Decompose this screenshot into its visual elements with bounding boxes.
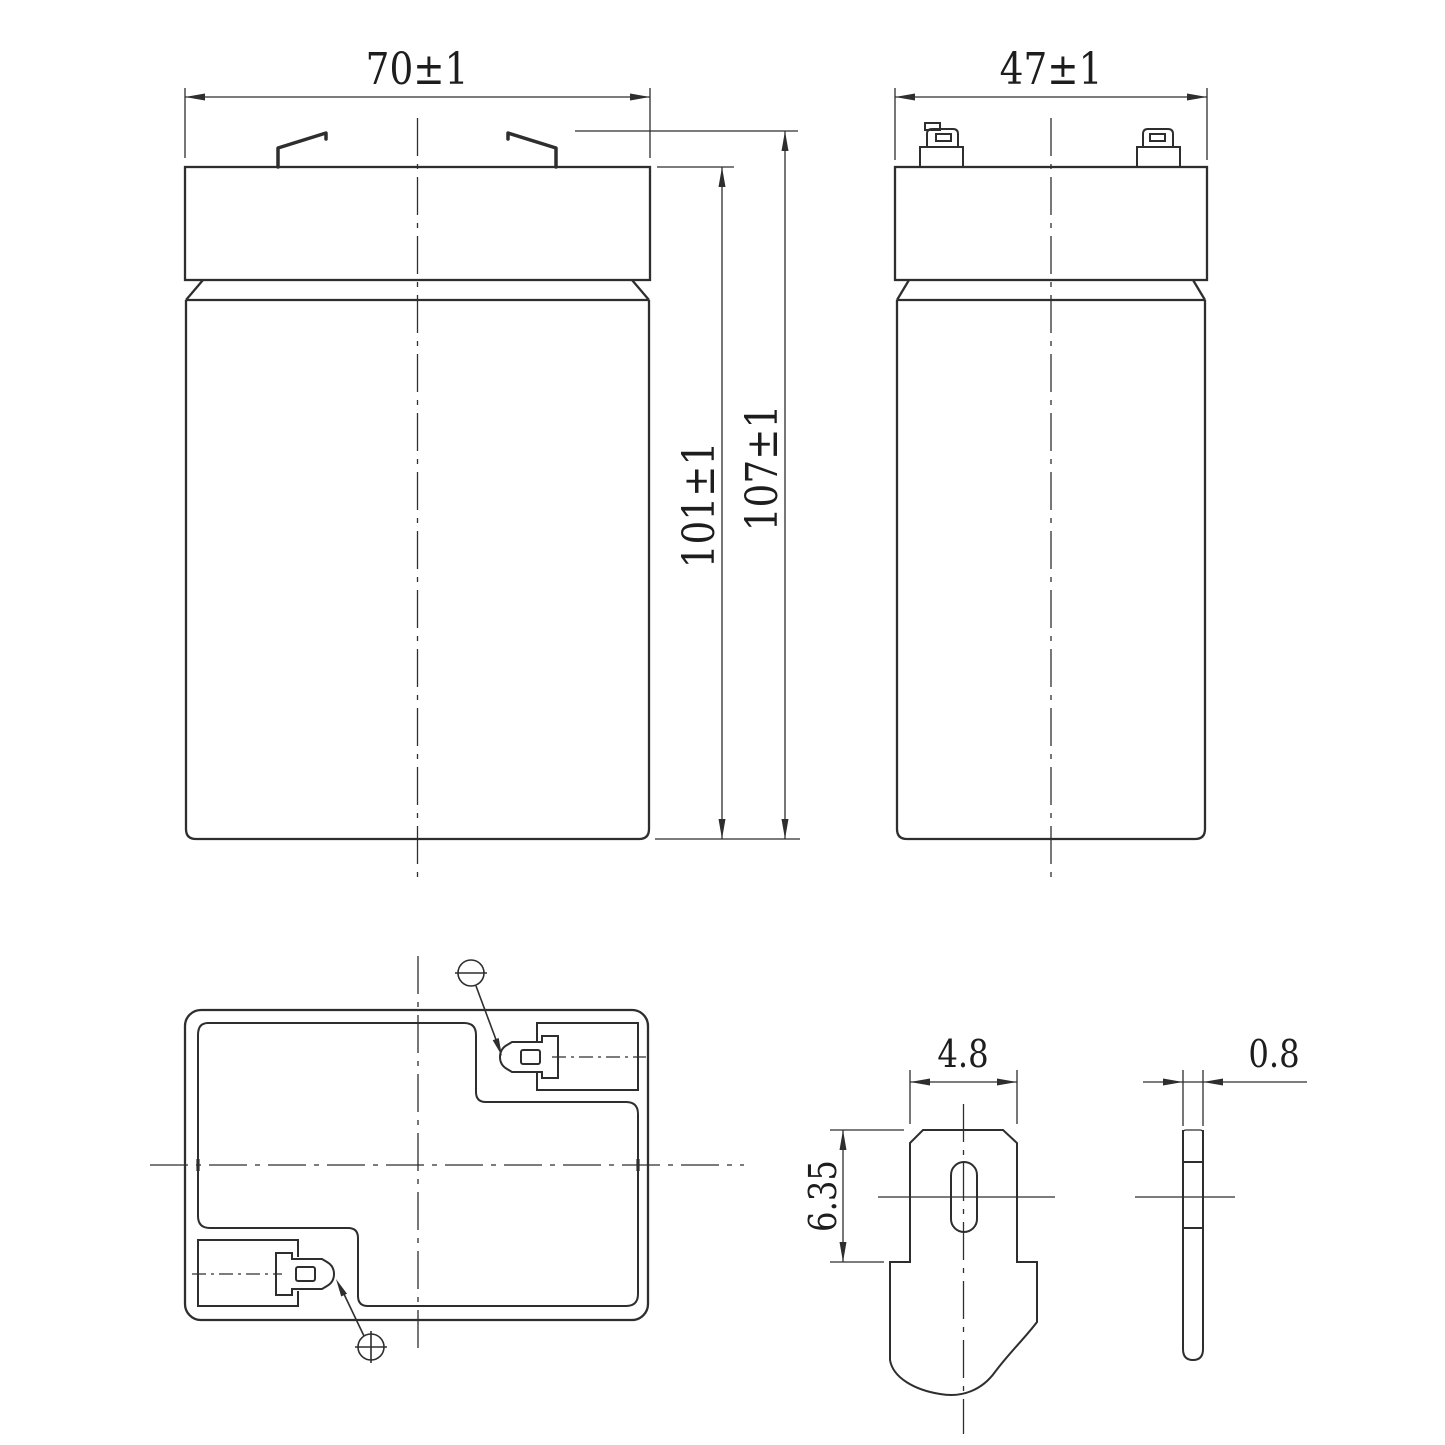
dimension-blade-thickness: 0.8 <box>1143 1033 1307 1126</box>
dimension-text-blade-width: 4.8 <box>937 1033 988 1077</box>
dimension-text-blade-height: 6.35 <box>802 1160 846 1232</box>
arrowhead <box>718 167 726 187</box>
terminal-blade <box>498 1035 559 1079</box>
terminal-cap <box>926 128 959 147</box>
arrowhead <box>1203 1078 1223 1086</box>
arrowhead <box>781 819 789 839</box>
terminal-blade-hole <box>520 1049 541 1065</box>
blade-edge-bottom <box>1182 1348 1204 1362</box>
arrowhead <box>185 93 205 101</box>
dimension-case-height: 101±1 <box>657 166 734 839</box>
arrowhead <box>630 93 650 101</box>
dimension-text-total-height: 107±1 <box>736 405 788 532</box>
terminal-base <box>919 146 964 168</box>
arrowhead <box>839 1130 847 1150</box>
dimension-side-depth: 47±1 <box>894 43 1208 160</box>
blade-section-upper <box>1182 1129 1204 1163</box>
side-lid-chamfer-left <box>896 279 910 301</box>
dimension-text-front-width: 70±1 <box>366 43 469 95</box>
arrowhead <box>895 93 915 101</box>
front-terminal-tab-right <box>506 131 558 169</box>
front-lid-chamfer-right <box>631 279 650 301</box>
top-terminal-positive <box>192 1239 336 1307</box>
front-terminal-tab-left <box>276 131 328 169</box>
dimension-blade-width: 4.8 <box>909 1033 1018 1124</box>
terminal-cap <box>1142 128 1174 147</box>
side-terminal-positive <box>1136 128 1181 168</box>
dimension-text-blade-thickness: 0.8 <box>1248 1033 1299 1077</box>
terminal-detail-front: 4.8 6.35 <box>802 1033 1055 1434</box>
dimension-text-case-height: 101±1 <box>673 442 725 569</box>
terminal-base <box>1136 146 1181 168</box>
terminal-blade-hole <box>295 1266 316 1282</box>
negative-terminal-symbol <box>455 959 502 1056</box>
arrowhead <box>1163 1078 1183 1086</box>
top-inner-outline <box>197 1022 639 1307</box>
arrowhead <box>839 1242 847 1262</box>
arrowhead <box>781 131 789 151</box>
side-view <box>893 118 1209 880</box>
terminal-well <box>197 1239 299 1307</box>
leader-line <box>475 985 499 1046</box>
side-lid-chamfer-right <box>1192 279 1206 301</box>
terminal-slot <box>935 133 952 142</box>
dimension-text-side-depth: 47±1 <box>1000 43 1103 95</box>
top-view <box>150 956 744 1363</box>
terminal-detail-edge: 0.8 <box>1135 1033 1307 1362</box>
terminal-tab-lip <box>924 122 941 131</box>
front-view <box>183 118 652 880</box>
blade-section-lower <box>1182 1227 1204 1361</box>
leader-arrowhead <box>336 1279 347 1297</box>
blade-outline <box>889 1129 1038 1396</box>
front-lid-chamfer-left <box>185 279 204 301</box>
positive-terminal-symbol <box>336 1279 387 1363</box>
dimension-total-height: 107±1 <box>575 130 800 840</box>
arrowhead <box>1187 93 1207 101</box>
arrowhead <box>997 1078 1017 1086</box>
leader-line <box>342 1291 365 1337</box>
top-terminal-negative <box>498 1022 646 1091</box>
leader-arrowhead <box>492 1038 502 1056</box>
arrowhead <box>718 819 726 839</box>
side-terminal-negative <box>919 122 964 168</box>
terminal-blade <box>275 1252 336 1296</box>
dimension-blade-height: 6.35 <box>802 1129 904 1263</box>
terminal-slot <box>1149 133 1166 142</box>
dimension-front-width: 70±1 <box>184 43 651 158</box>
arrowhead <box>910 1078 930 1086</box>
